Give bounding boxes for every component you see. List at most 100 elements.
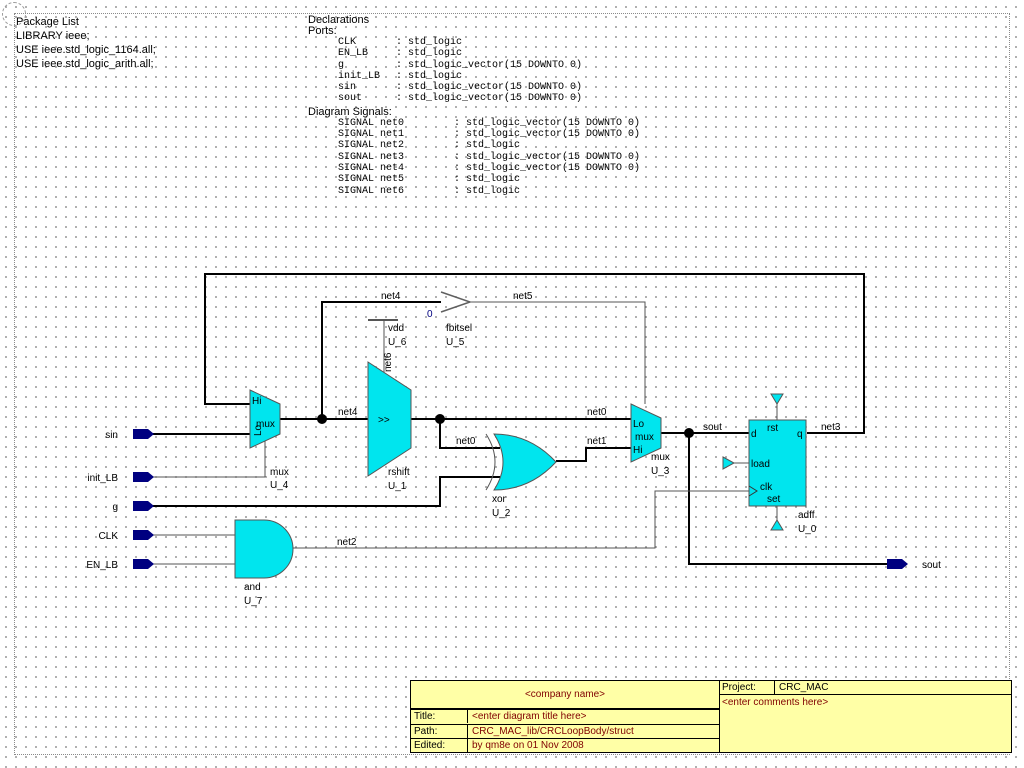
port-sin-icon[interactable] <box>133 429 154 439</box>
port-declaration: g : std_logic_vector(15 DOWNTO 0) <box>308 60 640 71</box>
wire-net3[interactable] <box>204 273 865 434</box>
port-declaration: CLK : std_logic <box>308 37 640 48</box>
port-decl-name: CLK <box>338 37 357 48</box>
mux-u3-body-label: mux <box>635 432 654 443</box>
port-declaration: init_LB: std_logic <box>308 71 640 82</box>
port-decl-name: g <box>338 59 345 71</box>
port-sout-icon[interactable] <box>887 559 908 569</box>
wires-single <box>153 301 778 565</box>
xor-u2-back-curve <box>485 433 496 491</box>
project-panel: Project: CRC_MAC <enter comments here> <box>720 681 1011 752</box>
package-line: USE ieee.std_logic_arith.all; <box>16 58 154 70</box>
wire-net1[interactable] <box>556 447 632 462</box>
adff-u0-pin-clk: clk <box>760 482 773 493</box>
vdd-u6-type: vdd <box>388 323 404 334</box>
net-label-net0-top: net0 <box>587 407 607 418</box>
title-row: Title: <enter diagram title here> <box>411 709 720 724</box>
port-decl-type: : std_logic <box>396 37 463 48</box>
port-label-en-lb: EN_LB <box>86 560 118 571</box>
port-declaration: EN_LB: std_logic <box>308 48 640 59</box>
wire-sout-out[interactable] <box>688 433 887 565</box>
port-declaration: sin: std_logic_vector(15 DOWNTO 0) <box>308 82 640 93</box>
component-mux-u4[interactable]: Hi mux Lo mux U_4 <box>249 389 289 491</box>
component-and-u7[interactable]: and U_7 <box>234 519 294 607</box>
title-value[interactable]: <enter diagram title here> <box>472 711 587 722</box>
signal-decl-type: : std_logic_vector(15 DOWNTO 0) <box>454 151 641 163</box>
port-decl-type: : std_logic <box>396 48 463 60</box>
mux-u3-pin-lo: Lo <box>633 419 645 430</box>
component-vdd-u6[interactable]: vdd U_6 net6 <box>368 319 407 372</box>
wire-net4-top[interactable] <box>321 301 441 419</box>
package-line: USE ieee.std_logic_1164.all; <box>16 44 156 56</box>
port-label-init-lb: init_LB <box>87 473 118 484</box>
adff-u0-pin-d: d <box>751 429 757 440</box>
component-rshift-u1[interactable]: >> rshift U_1 <box>367 361 412 492</box>
signal-decl-name: SIGNAL net5 <box>338 174 405 186</box>
ports-title: Ports: <box>308 25 337 37</box>
wire-g[interactable] <box>153 476 500 507</box>
port-decl-name: sout <box>338 93 363 105</box>
port-g-icon[interactable] <box>133 501 154 511</box>
adff-u0-type: adff <box>798 510 815 521</box>
vdd-u6-inst: U_6 <box>388 337 407 348</box>
junction-dot <box>317 414 327 424</box>
sheet-border <box>14 13 1010 755</box>
comments-field[interactable]: <enter comments here> <box>722 697 829 708</box>
adff-u0-set-marker-icon <box>770 519 784 531</box>
wire-net0-xor[interactable] <box>439 419 500 449</box>
component-xor-u2[interactable]: xor U_2 <box>485 433 557 519</box>
mux-u4-type: mux <box>270 467 289 478</box>
net-label-net1: net1 <box>587 436 607 447</box>
wire-net5[interactable] <box>470 301 646 404</box>
adff-u0-inst: U_0 <box>798 524 817 535</box>
net-label-net2: net2 <box>337 537 357 548</box>
rshift-u1-inst: U_1 <box>388 481 407 492</box>
xor-u2-inst: U_2 <box>492 508 511 519</box>
mux-u4-pin-lo: Lo <box>253 424 264 436</box>
project-label: Project: <box>722 681 775 694</box>
component-fbitsel-u5[interactable]: 0 fbitsel U_5 <box>427 291 473 348</box>
component-adff-u0[interactable]: d rst q load clk set adff U_0 <box>722 393 817 535</box>
port-decl-name: sin <box>338 82 357 94</box>
path-value[interactable]: CRC_MAC_lib/CRCLoopBody/struct <box>472 726 634 737</box>
rshift-u1-shape <box>367 361 412 477</box>
net-label-net0-xor: net0 <box>456 436 476 447</box>
mux-u3-type: mux <box>651 452 670 463</box>
net-label-net4-top: net4 <box>381 291 401 302</box>
port-en-lb-icon[interactable] <box>133 559 154 569</box>
wire-net2[interactable] <box>293 490 750 549</box>
signal-decl-type: : std_logic_vector(15 DOWNTO 0) <box>454 129 641 141</box>
ports-group <box>133 429 908 569</box>
signal-declaration: SIGNAL net1: std_logic_vector(15 DOWNTO … <box>308 129 640 140</box>
path-row: Path: CRC_MAC_lib/CRCLoopBody/struct <box>411 724 720 738</box>
net-label-net4-mid: net4 <box>338 407 358 418</box>
edited-value[interactable]: by qm8e on 01 Nov 2008 <box>472 740 584 751</box>
signal-decl-name: SIGNAL net3 <box>338 151 405 163</box>
net-label-sout: sout <box>703 422 722 433</box>
adff-u0-pin-q: q <box>797 429 803 440</box>
and-u7-shape <box>234 519 294 579</box>
mux-u4-body-label: mux <box>256 419 275 430</box>
mux-u3-inst: U_3 <box>651 466 670 477</box>
port-decl-type: : std_logic_vector(15 DOWNTO 0) <box>396 59 583 71</box>
signal-declaration: SIGNAL net0: std_logic_vector(15 DOWNTO … <box>308 118 640 129</box>
port-label-g: g <box>112 502 118 513</box>
component-mux-u3[interactable]: Lo mux Hi mux U_3 <box>630 403 670 477</box>
adff-u0-shape <box>748 419 807 507</box>
project-row: Project: CRC_MAC <box>720 681 1011 695</box>
edited-row: Edited: by qm8e on 01 Nov 2008 <box>411 738 720 752</box>
port-decl-type: : std_logic_vector(15 DOWNTO 0) <box>396 93 583 105</box>
company-name-field[interactable]: <company name> <box>411 681 720 709</box>
xor-u2-type: xor <box>492 494 507 505</box>
project-value[interactable]: CRC_MAC <box>779 682 829 693</box>
xor-u2-shape <box>493 433 557 491</box>
port-clk-icon[interactable] <box>133 530 154 540</box>
adff-u0-pin-load: load <box>751 459 770 470</box>
rshift-u1-body: >> <box>378 415 390 426</box>
signal-decl-type: : std_logic <box>454 185 521 197</box>
and-u7-inst: U_7 <box>244 596 263 607</box>
signal-declaration: SIGNAL net4: std_logic_vector(15 DOWNTO … <box>308 163 640 174</box>
port-decl-type: : std_logic <box>396 70 463 82</box>
port-init-lb-icon[interactable] <box>133 472 154 482</box>
